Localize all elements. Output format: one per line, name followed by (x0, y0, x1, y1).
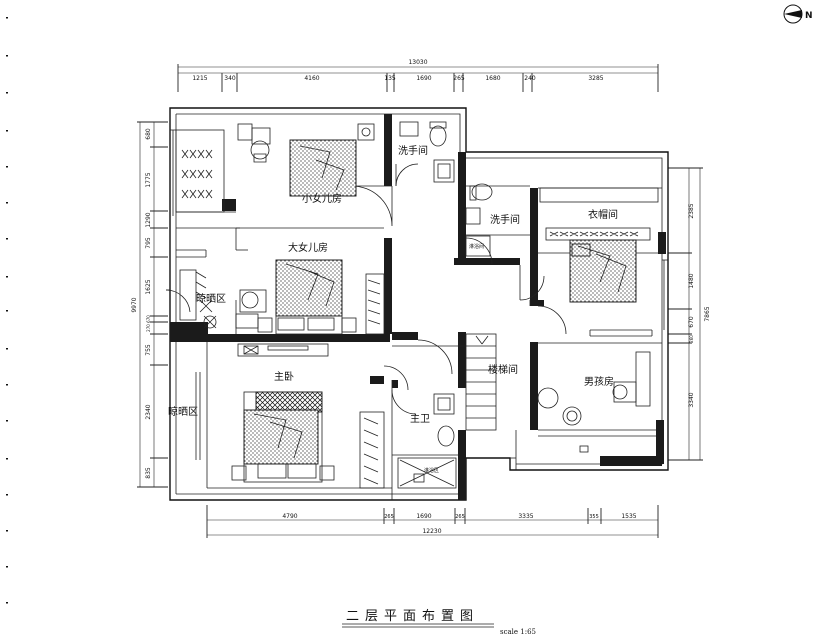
svg-text:1775: 1775 (145, 172, 152, 187)
svg-text:4160: 4160 (304, 75, 319, 82)
top-dimension: 13030 1215 340 4160 135 1690 265 1680 24… (177, 59, 659, 92)
svg-text:755: 755 (145, 344, 152, 356)
north-label: N (805, 11, 813, 21)
svg-text:9970: 9970 (131, 297, 138, 312)
svg-text:3340: 3340 (688, 392, 695, 407)
bottom-dimension: 4790 265 1690 265 3335 355 1535 12230 (206, 505, 659, 538)
svg-text:1480: 1480 (688, 273, 695, 288)
svg-text:7865: 7865 (704, 306, 711, 321)
room-drying-top: 晾晒区 (196, 292, 226, 305)
furniture (179, 127, 651, 453)
left-dimension: 9970 680 1775 1290 795 1625 670 270 755 … (131, 121, 168, 488)
svg-text:265: 265 (453, 75, 465, 82)
room-stairs: 楼梯间 (488, 363, 518, 376)
svg-text:355: 355 (589, 514, 599, 520)
svg-text:795: 795 (145, 237, 152, 249)
svg-text:1535: 1535 (621, 513, 636, 520)
room-bath-top: 洗手间 (398, 144, 428, 157)
room-small-daughter: 小女儿房 (302, 192, 342, 205)
svg-text:835: 835 (145, 467, 152, 479)
svg-text:12230: 12230 (422, 528, 441, 535)
scale-text: scale 1:65 (500, 628, 536, 636)
svg-text:1680: 1680 (485, 75, 500, 82)
room-master-bath: 主卫 (410, 413, 430, 425)
margin-ticks (6, 17, 8, 604)
room-master: 主卧 (274, 370, 294, 383)
svg-text:4790: 4790 (282, 513, 297, 520)
svg-text:270: 270 (146, 324, 151, 332)
north-arrow-icon: N (783, 4, 813, 24)
bed-icon (231, 123, 637, 483)
bathroom-fixtures: 淋浴间 (397, 121, 497, 489)
room-bath-right: 洗手间 (490, 213, 520, 226)
svg-text:1625: 1625 (145, 279, 152, 294)
shower-label: 淋浴间 (469, 243, 484, 250)
svg-text:1215: 1215 (192, 75, 207, 82)
svg-text:3335: 3335 (518, 513, 533, 520)
svg-text:1690: 1690 (416, 75, 431, 82)
svg-text:1290: 1290 (145, 212, 152, 227)
svg-text:265: 265 (455, 514, 465, 520)
svg-text:135: 135 (384, 75, 396, 82)
svg-text:340: 340 (224, 75, 236, 82)
svg-text:680: 680 (145, 128, 152, 140)
room-cloakroom: 衣帽间 (588, 208, 618, 221)
room-boys: 男孩房 (584, 375, 614, 388)
svg-text:1690: 1690 (416, 513, 431, 520)
room-big-daughter: 大女儿房 (288, 241, 328, 254)
right-dimension: 7865 2385 1480 670 260 3340 (668, 167, 711, 461)
svg-text:3285: 3285 (588, 75, 603, 82)
room-drying-left: 晾晒区 (168, 405, 198, 418)
wardrobe-icon (175, 129, 659, 489)
room-wash-area: 淋浴区 (424, 467, 439, 474)
svg-text:265: 265 (384, 514, 394, 520)
svg-text:260: 260 (689, 335, 694, 343)
top-total: 13030 (408, 59, 427, 66)
doors (165, 163, 567, 415)
room-labels: 小女儿房 洗手间 洗手间 衣帽间 大女儿房 晾晒区 主卧 晾晒区 主卫 楼梯间 … (168, 144, 618, 474)
svg-text:2340: 2340 (145, 404, 152, 419)
drawing-title: 二层平面布置图 scale 1:65 (342, 609, 536, 636)
svg-text:670: 670 (688, 316, 695, 328)
svg-text:2385: 2385 (688, 203, 695, 218)
svg-text:240: 240 (524, 75, 536, 82)
svg-text:670: 670 (146, 315, 151, 323)
title-text: 二层平面布置图 (346, 609, 479, 624)
